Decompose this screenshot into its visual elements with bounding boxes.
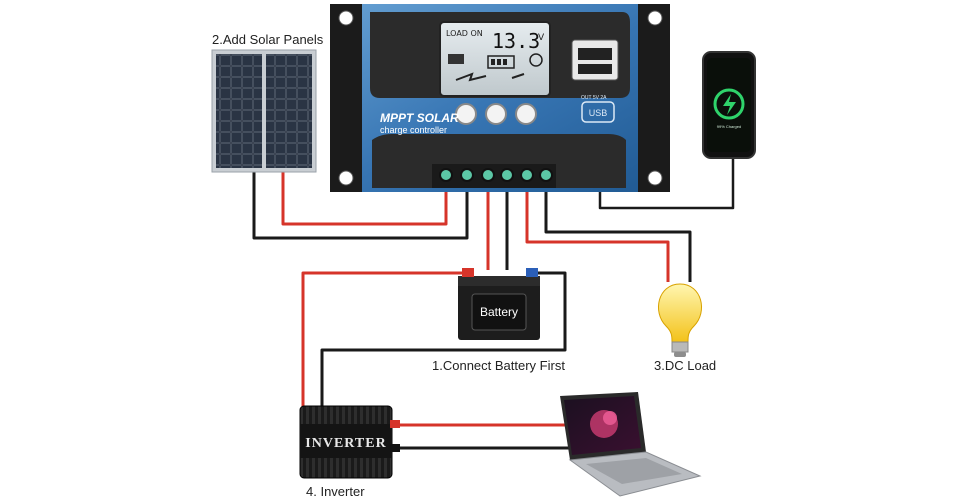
- terminal-battery-positive: [481, 168, 495, 182]
- laptop: [560, 392, 702, 497]
- terminal-load-positive: [520, 168, 534, 182]
- battery-positive-post: [462, 268, 474, 277]
- lcd-battery-icon: [487, 55, 515, 69]
- smartphone: [702, 51, 756, 159]
- caption-battery: 1.Connect Battery First: [432, 358, 565, 373]
- up-button[interactable]: [485, 103, 507, 125]
- solar-negative-wire: [252, 170, 469, 240]
- mount-hole: [338, 10, 354, 26]
- terminal-solar-positive: [439, 168, 453, 182]
- charging-icon: [713, 88, 745, 120]
- battery: [458, 268, 540, 340]
- terminal-solar-negative: [460, 168, 474, 182]
- usb-rating-text: OUT 5V 2A: [581, 95, 607, 101]
- load-positive-wire: [525, 190, 670, 282]
- inverter-positive-wire: [301, 271, 465, 410]
- inverter: [299, 405, 400, 479]
- usb-logo-text: USB: [589, 108, 608, 118]
- controller-subtitle: charge controller: [380, 125, 447, 135]
- solar-positive-wire: [281, 170, 448, 226]
- battery-label: Battery: [480, 305, 518, 319]
- controller-brand: MPPT SOLAR: [380, 111, 459, 125]
- inverter-output-socket: [390, 420, 400, 428]
- usb-logo: [581, 101, 615, 123]
- phone-screen-text: 99% Charged: [717, 124, 741, 129]
- mount-hole: [647, 170, 663, 186]
- terminal-load-negative: [539, 168, 553, 182]
- mount-hole: [647, 10, 663, 26]
- inverter-negative-wire: [320, 271, 567, 410]
- caption-solar-panels: 2.Add Solar Panels: [212, 32, 324, 47]
- lcd-sun-icon: [448, 54, 464, 64]
- caption-dc-load: 3.DC Load: [654, 358, 716, 373]
- solar-panel: [211, 49, 317, 173]
- load-negative-wire: [544, 190, 692, 282]
- lcd-voltage-value: 13.3: [492, 29, 540, 53]
- terminal-battery-negative: [500, 168, 514, 182]
- light-bulb: [658, 283, 702, 357]
- inverter-label: INVERTER: [305, 436, 386, 451]
- lcd-voltage-unit: V: [538, 33, 545, 43]
- down-button[interactable]: [515, 103, 537, 125]
- battery-negative-post: [526, 268, 538, 277]
- mount-hole: [338, 170, 354, 186]
- lcd-status-text: LOAD ON: [446, 29, 483, 38]
- charge-controller: [330, 4, 670, 192]
- caption-inverter: 4. Inverter: [306, 484, 365, 499]
- lcd-bulb-icon: [529, 53, 543, 67]
- menu-button[interactable]: [455, 103, 477, 125]
